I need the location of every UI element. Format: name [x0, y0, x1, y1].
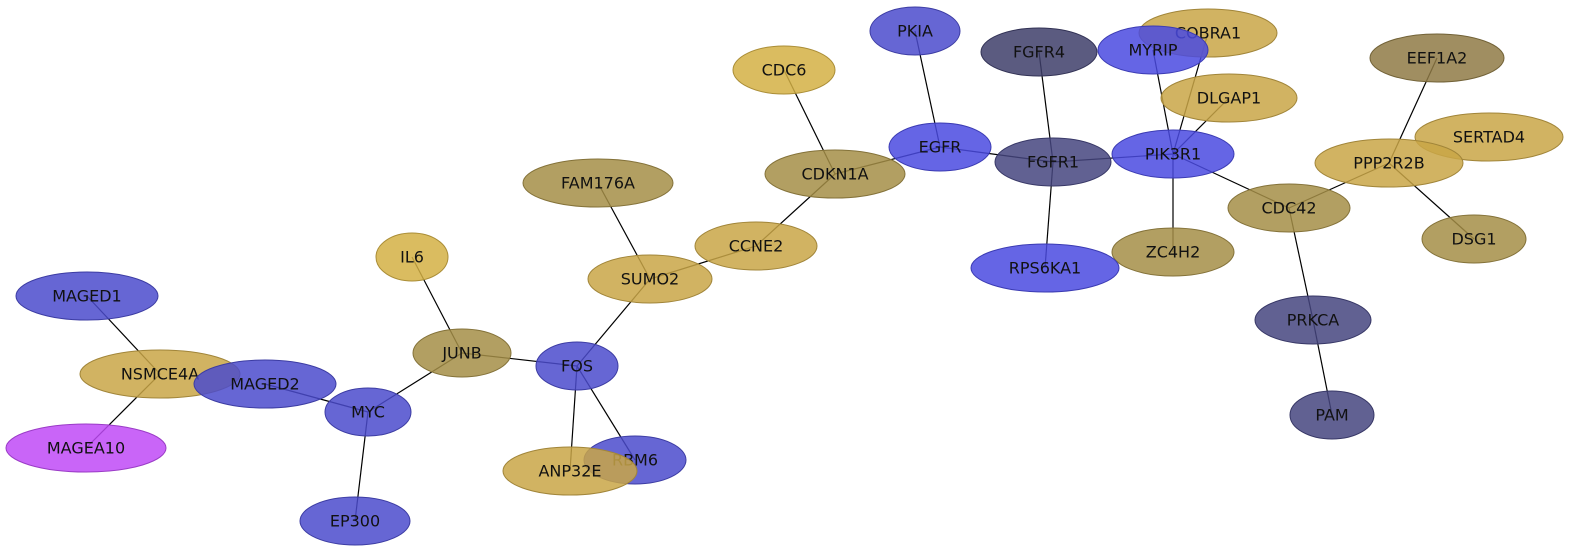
- node-myrip[interactable]: MYRIP: [1097, 25, 1209, 75]
- node-label-myc: MYC: [351, 403, 385, 422]
- node-shape-ppp2r2b: [1314, 138, 1464, 188]
- node-label-maged1: MAGED1: [52, 287, 121, 306]
- node-shape-zc4h2: [1111, 227, 1235, 277]
- node-label-nsmce4a: NSMCE4A: [121, 365, 199, 384]
- node-anp32e[interactable]: ANP32E: [502, 446, 638, 496]
- node-shape-cdc6: [732, 45, 836, 95]
- node-shape-fos: [535, 341, 619, 391]
- node-label-cdc6: CDC6: [762, 61, 807, 80]
- node-label-egfr: EGFR: [919, 138, 962, 157]
- node-fgfr1[interactable]: FGFR1: [994, 137, 1112, 187]
- node-shape-cdkn1a: [764, 149, 906, 199]
- node-label-il6: IL6: [400, 248, 424, 267]
- node-il6[interactable]: IL6: [375, 232, 449, 282]
- node-egfr[interactable]: EGFR: [888, 122, 992, 172]
- node-shape-cdc42: [1227, 183, 1351, 233]
- node-dlgap1[interactable]: DLGAP1: [1160, 73, 1298, 123]
- node-sumo2[interactable]: SUMO2: [587, 254, 713, 304]
- node-label-fgfr4: FGFR4: [1013, 43, 1065, 62]
- node-ppp2r2b[interactable]: PPP2R2B: [1314, 138, 1464, 188]
- node-shape-rps6ka1: [970, 243, 1120, 293]
- node-label-myrip: MYRIP: [1128, 41, 1177, 60]
- node-label-sertad4: SERTAD4: [1453, 128, 1525, 147]
- node-label-prkca: PRKCA: [1287, 311, 1340, 330]
- node-shape-maged2: [193, 359, 337, 409]
- node-shape-fam176a: [522, 158, 674, 208]
- node-eef1a2[interactable]: EEF1A2: [1369, 33, 1505, 83]
- node-shape-prkca: [1254, 295, 1372, 345]
- node-fos[interactable]: FOS: [535, 341, 619, 391]
- node-label-fam176a: FAM176A: [561, 174, 635, 193]
- node-shape-sumo2: [587, 254, 713, 304]
- node-shape-pkia: [869, 6, 961, 56]
- node-shape-il6: [375, 232, 449, 282]
- node-label-pkia: PKIA: [897, 22, 933, 41]
- node-label-ppp2r2b: PPP2R2B: [1353, 154, 1424, 173]
- node-maged1[interactable]: MAGED1: [15, 271, 159, 321]
- node-label-dlgap1: DLGAP1: [1197, 89, 1261, 108]
- node-label-fgfr1: FGFR1: [1027, 153, 1079, 172]
- node-shape-pam: [1289, 390, 1375, 440]
- node-fam176a[interactable]: FAM176A: [522, 158, 674, 208]
- node-pam[interactable]: PAM: [1289, 390, 1375, 440]
- node-rps6ka1[interactable]: RPS6KA1: [970, 243, 1120, 293]
- node-shape-egfr: [888, 122, 992, 172]
- node-label-fos: FOS: [561, 357, 593, 376]
- node-shape-junb: [412, 328, 512, 378]
- node-shape-fgfr1: [994, 137, 1112, 187]
- node-pkia[interactable]: PKIA: [869, 6, 961, 56]
- node-pik3r1[interactable]: PIK3R1: [1111, 129, 1235, 179]
- node-prkca[interactable]: PRKCA: [1254, 295, 1372, 345]
- node-shape-ccne2: [694, 221, 818, 271]
- node-label-magea10: MAGEA10: [47, 439, 125, 458]
- node-label-sumo2: SUMO2: [621, 270, 679, 289]
- node-label-ccne2: CCNE2: [729, 237, 784, 256]
- node-shape-pik3r1: [1111, 129, 1235, 179]
- node-ccne2[interactable]: CCNE2: [694, 221, 818, 271]
- node-shape-maged1: [15, 271, 159, 321]
- node-cdkn1a[interactable]: CDKN1A: [764, 149, 906, 199]
- node-label-junb: JUNB: [441, 344, 481, 363]
- node-shape-magea10: [5, 423, 167, 473]
- node-dsg1[interactable]: DSG1: [1421, 214, 1527, 264]
- node-label-pam: PAM: [1315, 406, 1348, 425]
- node-label-maged2: MAGED2: [230, 375, 299, 394]
- node-junb[interactable]: JUNB: [412, 328, 512, 378]
- node-label-cdkn1a: CDKN1A: [801, 165, 868, 184]
- node-shape-myc: [324, 387, 412, 437]
- node-label-eef1a2: EEF1A2: [1407, 49, 1468, 68]
- node-sertad4[interactable]: SERTAD4: [1414, 112, 1564, 162]
- node-label-ep300: EP300: [330, 512, 380, 531]
- node-magea10[interactable]: MAGEA10: [5, 423, 167, 473]
- node-shape-dlgap1: [1160, 73, 1298, 123]
- node-shape-dsg1: [1421, 214, 1527, 264]
- node-label-dsg1: DSG1: [1451, 230, 1496, 249]
- node-zc4h2[interactable]: ZC4H2: [1111, 227, 1235, 277]
- node-myc[interactable]: MYC: [324, 387, 412, 437]
- node-ep300[interactable]: EP300: [299, 496, 411, 546]
- node-shape-anp32e: [502, 446, 638, 496]
- node-label-rps6ka1: RPS6KA1: [1009, 259, 1081, 278]
- node-cdc6[interactable]: CDC6: [732, 45, 836, 95]
- node-label-anp32e: ANP32E: [538, 462, 601, 481]
- node-fgfr4[interactable]: FGFR4: [980, 27, 1098, 77]
- node-maged2[interactable]: MAGED2: [193, 359, 337, 409]
- node-label-cdc42: CDC42: [1261, 199, 1316, 218]
- node-label-pik3r1: PIK3R1: [1145, 145, 1201, 164]
- node-shape-ep300: [299, 496, 411, 546]
- node-cdc42[interactable]: CDC42: [1227, 183, 1351, 233]
- node-shape-sertad4: [1414, 112, 1564, 162]
- node-shape-fgfr4: [980, 27, 1098, 77]
- node-shape-eef1a2: [1369, 33, 1505, 83]
- node-shape-myrip: [1097, 25, 1209, 75]
- node-label-zc4h2: ZC4H2: [1146, 243, 1201, 262]
